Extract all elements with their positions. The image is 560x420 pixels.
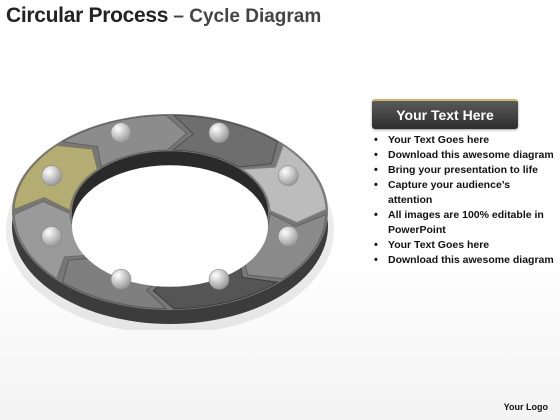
title-main: Circular Process [6, 4, 169, 27]
bullet-list: Your Text Goes here Download this awesom… [372, 133, 554, 268]
title-separator: – [168, 6, 190, 27]
cycle-node-ball [41, 226, 63, 247]
bullet-item: Download this awesome diagram [372, 253, 554, 268]
bullet-item: Bring your presentation to life [372, 163, 554, 178]
cycle-node-ball [110, 268, 132, 290]
cycle-node-ball [208, 122, 230, 143]
slide-title: Circular Process – Cycle Diagram [6, 4, 321, 28]
cycle-node-ball [41, 165, 63, 186]
bullet-item: Your Text Goes here [372, 238, 554, 253]
cycle-node-ball [277, 165, 299, 186]
cycle-node-ball [110, 122, 132, 143]
ring-center-hole [72, 165, 268, 287]
cycle-node-ball [277, 226, 299, 247]
bullet-item: Download this awesome diagram [372, 148, 554, 163]
text-box-title: Your Text Here [372, 99, 518, 129]
logo-text: Your Logo [503, 402, 548, 412]
cycle-segment [171, 114, 278, 168]
title-subtitle: Cycle Diagram [189, 6, 322, 27]
bullet-item: Your Text Goes here [372, 133, 554, 148]
bullet-item: All images are 100% editable in PowerPoi… [372, 208, 554, 238]
cycle-node-ball [208, 268, 230, 290]
cycle-diagram [6, 114, 334, 330]
bullet-item: Capture your audience’s attention [372, 178, 554, 208]
